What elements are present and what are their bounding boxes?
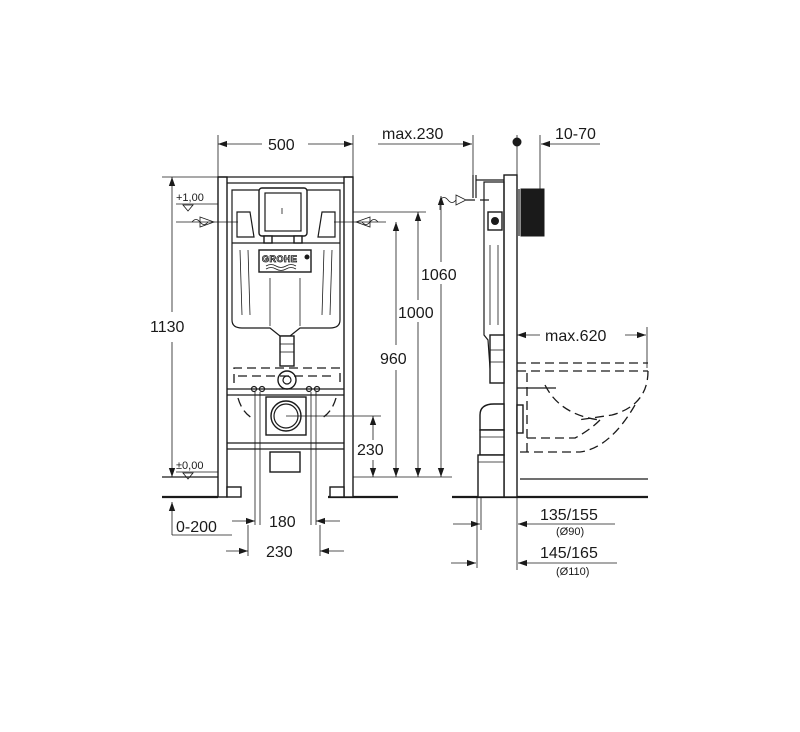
dim-inlet-height: 960 <box>380 351 407 368</box>
dim-wall-offset: 10-70 <box>555 126 596 143</box>
level-floor: ±0,00 <box>176 460 203 472</box>
dim-pipe-diameter-2: (Ø110) <box>556 566 589 578</box>
dim-max-projection: max.620 <box>545 328 606 345</box>
side-view: max.620 max.230 10-70 135/155 (Ø90) 145/… <box>378 126 649 578</box>
dim-max-depth: max.230 <box>382 126 443 143</box>
dim-width: 500 <box>268 137 295 154</box>
dim-spacing-inner: 180 <box>269 514 296 531</box>
dim-spacing-outer: 230 <box>266 544 293 561</box>
dim-pipe-1: 135/155 <box>540 507 598 524</box>
brand-logo: GROHE <box>262 254 298 264</box>
dim-pipe-2: 145/165 <box>540 545 598 562</box>
dim-actuator-height: 1000 <box>398 305 434 322</box>
dim-top-height: 1060 <box>421 267 457 284</box>
dim-pipe-diameter-1: (Ø90) <box>556 526 584 538</box>
dim-floor-adjust: 0-200 <box>176 519 217 536</box>
dim-outlet-height: 230 <box>357 442 384 459</box>
dim-height: 1130 <box>150 319 185 336</box>
level-top: +1,00 <box>176 192 204 204</box>
front-view: GROHE <box>150 135 457 561</box>
